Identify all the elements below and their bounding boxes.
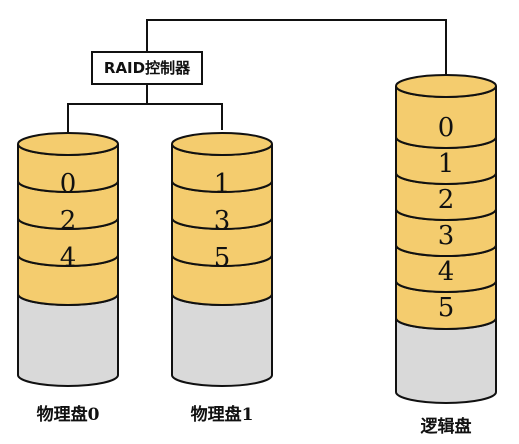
logical-block-label-1: 1 bbox=[438, 149, 455, 179]
physical-disk-0: 0 2 4 物理盘0 bbox=[17, 132, 119, 425]
logical-disk-top bbox=[395, 74, 497, 98]
logical-block-label-4: 4 bbox=[438, 257, 455, 287]
disk-1-block-label-2: 5 bbox=[214, 243, 231, 273]
disk-0-block-label-0: 0 bbox=[60, 169, 77, 199]
disk-0-name: 物理盘0 bbox=[37, 404, 100, 425]
physical-disk-1: 1 3 5 物理盘1 bbox=[171, 132, 273, 425]
disk-0-block-label-1: 2 bbox=[60, 206, 77, 236]
disk-1-block-label-1: 3 bbox=[214, 206, 231, 236]
logical-block-label-3: 3 bbox=[438, 221, 455, 251]
disk-1-top bbox=[171, 132, 273, 156]
logical-disk-empty-body bbox=[395, 317, 497, 404]
disk-1-name: 物理盘1 bbox=[191, 404, 254, 425]
logical-block-label-5: 5 bbox=[438, 293, 455, 323]
raid-controller: RAID控制器 bbox=[91, 51, 203, 85]
disk-0-empty-body bbox=[17, 293, 119, 387]
logical-disk: 0 1 2 3 4 5 逻辑盘 bbox=[395, 74, 497, 437]
controller-to-physical-wires bbox=[67, 84, 223, 140]
raid-controller-label: RAID控制器 bbox=[104, 59, 191, 77]
logical-block-label-2: 2 bbox=[438, 185, 455, 215]
logical-disk-name: 逻辑盘 bbox=[421, 416, 472, 437]
raid-controller-box bbox=[91, 51, 203, 85]
disk-0-block-label-2: 4 bbox=[60, 243, 77, 273]
disk-1-empty-body bbox=[171, 293, 273, 387]
logical-block-label-0: 0 bbox=[438, 113, 455, 143]
disk-0-top bbox=[17, 132, 119, 156]
controller-to-logical-wire bbox=[146, 19, 447, 76]
disk-1-block-label-0: 1 bbox=[214, 169, 231, 199]
